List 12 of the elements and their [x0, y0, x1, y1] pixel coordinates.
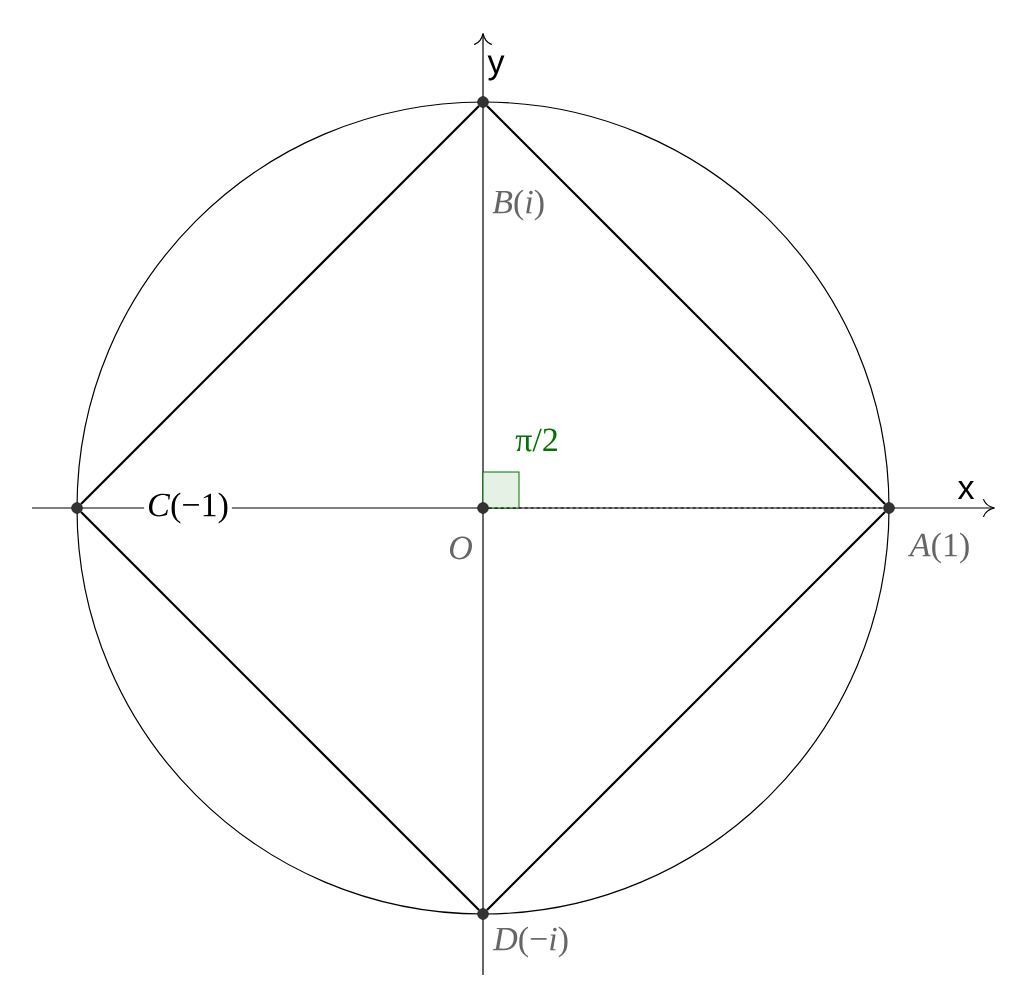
point-label: A(1) [907, 532, 969, 564]
line [80, 511, 480, 911]
line [486, 105, 886, 505]
axis-label: x [957, 481, 975, 499]
line [80, 105, 480, 505]
point-label: B(i) [492, 189, 544, 221]
axis-label: π/2 [515, 428, 557, 452]
point-label: D(−i) [492, 926, 568, 958]
line [486, 511, 886, 911]
point-label: O [449, 536, 472, 560]
point-label: C(−1) [144, 489, 232, 527]
axis-label: y [487, 55, 505, 81]
